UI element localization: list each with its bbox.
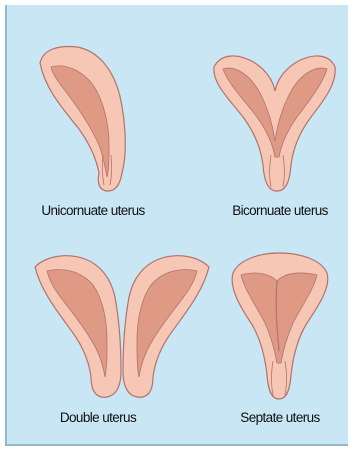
label-septate-uterus: Septate uterus [240, 410, 319, 425]
uterus-illustrations [7, 5, 348, 446]
diagram-panel: Unicornuate uterus Bicornuate uterus Dou… [5, 5, 348, 446]
label-double-uterus: Double uterus [60, 410, 136, 425]
label-unicornuate-uterus: Unicornuate uterus [41, 203, 144, 218]
label-bicornuate-uterus: Bicornuate uterus [232, 203, 328, 218]
